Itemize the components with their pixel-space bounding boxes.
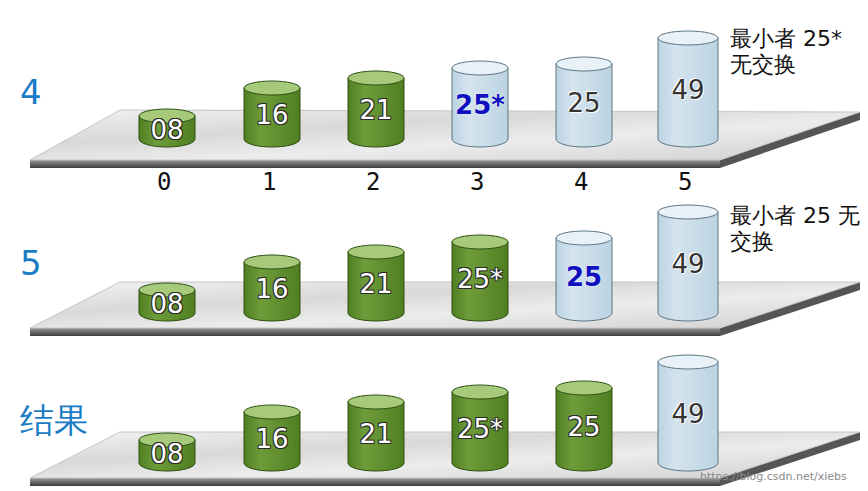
value-text: 21 [347, 421, 405, 447]
row-label: 4 [20, 72, 42, 112]
value-cylinder: 25* [451, 234, 509, 322]
row-label: 结果 [20, 398, 88, 444]
value-cylinder: 08 [138, 282, 196, 322]
value-cylinder: 21 [347, 70, 405, 148]
value-text: 21 [347, 97, 405, 123]
watermark: https://blog.csdn.net/xiebs [700, 470, 847, 483]
index-number: 2 [366, 168, 380, 196]
value-text: 16 [243, 276, 301, 302]
value-cylinder: 25* [451, 384, 509, 472]
value-text: 16 [243, 426, 301, 452]
value-text: 25* [451, 92, 509, 118]
value-text: 25* [451, 416, 509, 442]
note: 最小者 25* 无交换 [730, 26, 866, 79]
value-cylinder: 25 [555, 380, 613, 472]
note: 最小者 25 无交换 [730, 203, 866, 256]
value-text: 21 [347, 271, 405, 297]
value-text: 25 [555, 414, 613, 440]
value-cylinder: 16 [243, 254, 301, 322]
index-number: 5 [678, 168, 692, 196]
value-cylinder: 21 [347, 244, 405, 322]
value-cylinder: 25 [555, 230, 613, 322]
index-number: 1 [262, 168, 276, 196]
value-text: 49 [657, 251, 719, 277]
value-cylinder: 49 [657, 354, 719, 472]
value-text: 25 [555, 90, 613, 116]
value-cylinder: 49 [657, 30, 719, 148]
value-text: 25 [555, 264, 613, 290]
platform-2 [30, 282, 860, 336]
value-text: 16 [243, 102, 301, 128]
index-number: 3 [470, 168, 484, 196]
value-text: 08 [138, 291, 196, 317]
value-cylinder: 21 [347, 394, 405, 472]
value-cylinder: 08 [138, 108, 196, 148]
row-label: 5 [20, 243, 42, 283]
value-cylinder: 16 [243, 80, 301, 148]
value-cylinder: 25 [555, 56, 613, 148]
value-text: 49 [657, 401, 719, 427]
value-cylinder: 25* [451, 60, 509, 148]
platform-3 [30, 432, 860, 486]
value-text: 08 [138, 117, 196, 143]
value-cylinder: 49 [657, 204, 719, 322]
value-cylinder: 16 [243, 404, 301, 472]
platform-1 [30, 110, 860, 168]
value-cylinder: 08 [138, 432, 196, 472]
value-text: 25* [451, 266, 509, 292]
index-number: 0 [157, 168, 171, 196]
value-text: 08 [138, 441, 196, 467]
index-number: 4 [574, 168, 588, 196]
value-text: 49 [657, 77, 719, 103]
